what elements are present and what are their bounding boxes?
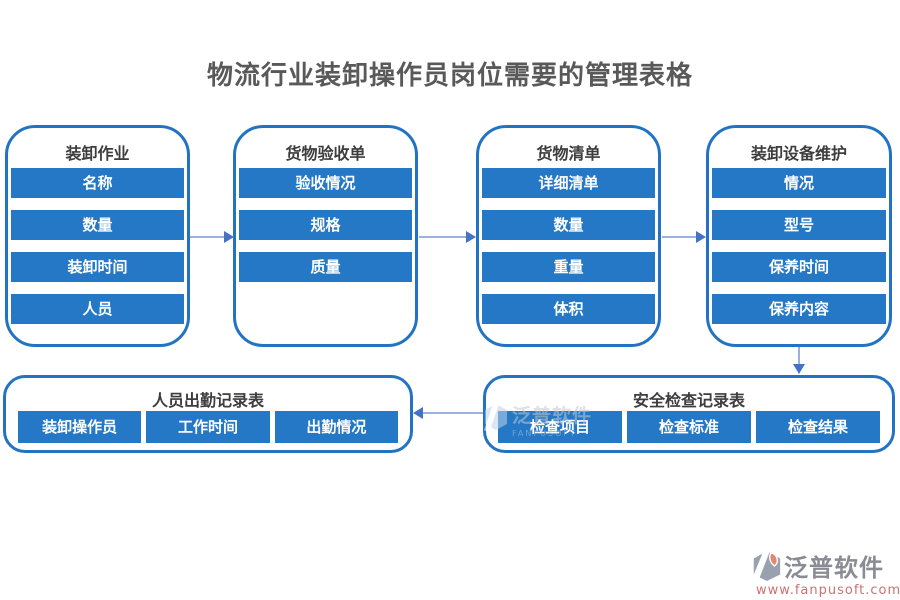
field-bar: 检查项目 [498,411,622,443]
field-bar: 验收情况 [239,168,412,198]
field-bar: 保养时间 [712,252,886,282]
arrow-safety-to-attendance [413,407,483,419]
card-attendance-record: 人员出勤记录表 装卸操作员 工作时间 出勤情况 [3,375,413,453]
field-bar: 检查结果 [756,411,880,443]
field-bar: 检查标准 [627,411,751,443]
field-bar: 装卸操作员 [18,411,142,443]
field-bar: 情况 [712,168,886,198]
field-bar: 重量 [482,252,655,282]
field-bar: 保养内容 [712,294,886,324]
arrowhead-right-icon [224,231,234,243]
field-bar: 装卸时间 [11,252,184,282]
field-bar: 名称 [11,168,184,198]
arrow-list-to-maintenance [662,231,706,243]
logo-url-text: www.fanpusoft.com [756,583,900,598]
arrow-maintenance-to-safety [793,347,805,374]
fanpu-logo: 泛普软件 www.fanpusoft.com [750,548,900,598]
card-loading-operations: 装卸作业 名称 数量 装卸时间 人员 [5,125,190,347]
arrowhead-right-icon [466,231,476,243]
arrow-acceptance-to-list [419,231,476,243]
card-title: 货物清单 [536,144,601,163]
card-goods-list: 货物清单 详细清单 数量 重量 体积 [476,125,661,347]
field-bar: 规格 [239,210,412,240]
arrowhead-down-icon [793,364,805,374]
card-title: 装卸设备维护 [750,144,847,163]
arrowhead-right-icon [696,231,706,243]
field-bar: 人员 [11,294,184,324]
field-bar: 质量 [239,252,412,282]
card-equipment-maintenance: 装卸设备维护 情况 型号 保养时间 保养内容 [706,125,892,347]
card-title: 装卸作业 [65,144,130,163]
field-bar: 详细清单 [482,168,655,198]
card-title: 人员出勤记录表 [151,391,264,410]
field-bar: 数量 [11,210,184,240]
card-goods-acceptance: 货物验收单 验收情况 规格 质量 [233,125,418,347]
field-bar: 数量 [482,210,655,240]
field-bar: 出勤情况 [274,411,398,443]
arrow-operations-to-acceptance [190,231,234,243]
field-bar: 工作时间 [146,411,270,443]
card-title: 货物验收单 [285,144,366,163]
page-title: 物流行业装卸操作员岗位需要的管理表格 [206,61,693,91]
arrowhead-left-icon [413,407,423,419]
fanpu-logo-icon [751,549,781,582]
field-bar: 体积 [482,294,655,324]
logo-brand-text: 泛普软件 [784,554,884,582]
card-title: 安全检查记录表 [632,391,745,410]
field-bar: 型号 [712,210,886,240]
card-safety-inspection: 安全检查记录表 检查项目 检查标准 检查结果 [483,375,895,453]
